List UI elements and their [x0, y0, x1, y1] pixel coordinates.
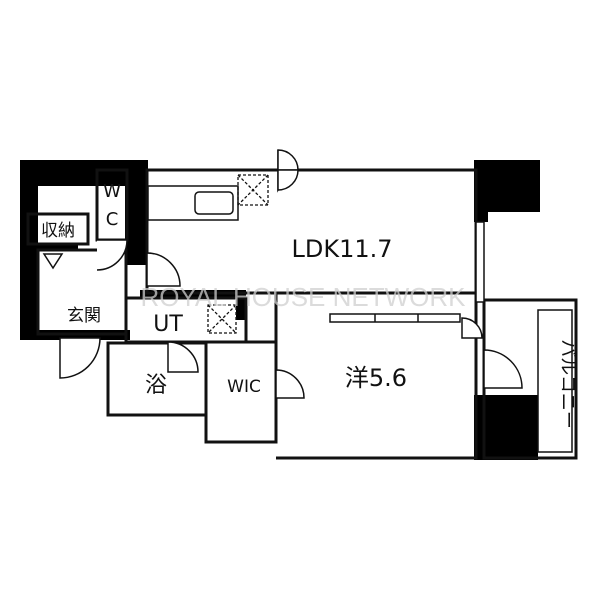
storage-triangle-icon — [42, 253, 64, 270]
label-wic: WIC — [227, 377, 261, 397]
x-box-kitchen — [237, 174, 269, 206]
windows — [329, 221, 485, 323]
label-storage: 収納 — [41, 221, 75, 241]
watermark-text: ROYAL HOUSE NETWORK — [140, 282, 466, 312]
label-entrance: 玄関 — [67, 306, 101, 326]
kitchen-counter — [147, 185, 239, 221]
label-western: 洋5.6 — [345, 364, 407, 392]
label-balcony: バルコニー — [557, 339, 578, 429]
label-wc-w: W — [103, 181, 121, 202]
label-ut: UT — [153, 312, 183, 337]
x-box-ut — [207, 304, 237, 334]
label-ldk: LDK11.7 — [291, 235, 392, 263]
door-swings — [59, 149, 523, 399]
label-bath: 浴 — [145, 373, 167, 398]
label-wc-c: C — [106, 209, 119, 230]
